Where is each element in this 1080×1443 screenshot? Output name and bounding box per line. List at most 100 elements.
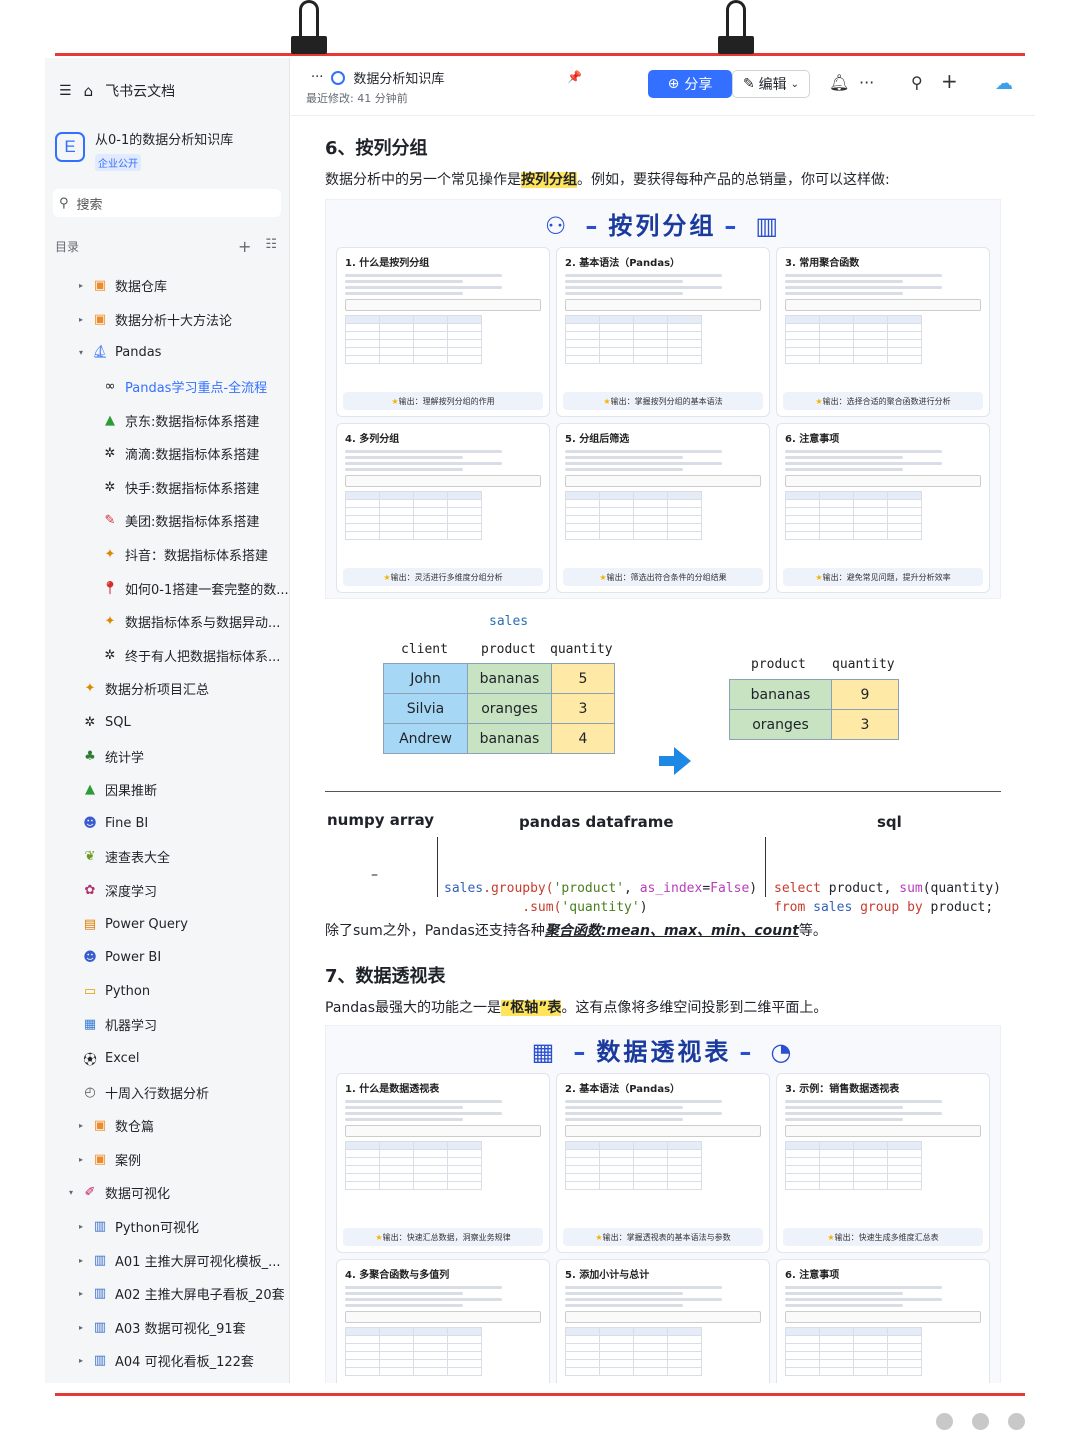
sidebar-item[interactable]: ▸▣案例 (45, 1142, 289, 1176)
sidebar-item[interactable]: ▲因果推断 (45, 773, 289, 807)
infographic-card: 5. 分组后筛选★ 输出：筛选出符合条件的分组结果 (556, 423, 770, 593)
sidebar-item[interactable]: ▸▣数据分析十大方法论 (45, 303, 289, 337)
sidebar-item[interactable]: ☻Power BI (45, 941, 289, 975)
sidebar-item[interactable]: ▸▣数仓篇 (45, 1109, 289, 1143)
home-icon[interactable]: ⌂ (83, 82, 94, 100)
sidebar-item[interactable]: ▸▥A01 主推大屏可视化模板_... (45, 1243, 289, 1277)
toc-label: 目录 (55, 239, 80, 254)
sidebar-item-label: 案例 (115, 1153, 142, 1169)
text-line-placeholder (345, 280, 463, 283)
breadcrumb-title[interactable]: 数据分析知识库 (353, 72, 445, 87)
sidebar-item[interactable]: ⚽︎Excel (45, 1042, 289, 1076)
text-line-placeholder (785, 1106, 903, 1109)
infinity-icon: ∞ (104, 379, 116, 395)
knowledge-base-header[interactable]: E 从0-1的数据分析知识库 企业公开 (45, 124, 289, 179)
sidebar-item-label: 数据分析十大方法论 (115, 313, 233, 329)
page-dot[interactable] (936, 1413, 953, 1430)
toc-tree: ▸▣数据仓库▸▣数据分析十大方法论▾⛵︎Pandas∞Pandas学习重点-全流… (45, 269, 289, 1378)
collapse-sidebar-icon[interactable]: ☰ (59, 83, 72, 99)
sidebar-item[interactable]: ✲SQL (45, 706, 289, 740)
sidebar-item[interactable]: ✦数据指标体系与数据异动... (45, 605, 289, 639)
chevron-right-icon[interactable]: ▸ (78, 1356, 83, 1366)
card-footer-text: 输出：灵活进行多维度分组分析 (390, 572, 503, 582)
mini-table (345, 491, 483, 540)
sidebar-item[interactable]: ▸▥Python可视化 (45, 1210, 289, 1244)
sidebar-item[interactable]: ∞Pandas学习重点-全流程 (45, 370, 289, 404)
sidebar-item[interactable]: ▤Power Query (45, 907, 289, 941)
chevron-right-icon[interactable]: ▸ (78, 314, 83, 324)
text-line-placeholder (785, 462, 942, 465)
sidebar-item[interactable]: 📍︎如何0-1搭建一套完整的数... (45, 571, 289, 605)
text-line-placeholder (785, 468, 903, 471)
sidebar-item[interactable]: ▾✐数据可视化 (45, 1176, 289, 1210)
chevron-down-icon[interactable]: ▾ (78, 348, 83, 358)
sidebar-item[interactable]: ◴十周入行数据分析 (45, 1075, 289, 1109)
sidebar-item[interactable]: ▾⛵︎Pandas (45, 336, 289, 370)
emphasis-text: 聚合函数:mean、max、min、count (544, 923, 799, 939)
text-line-placeholder (565, 1292, 683, 1295)
sidebar-item[interactable]: ▸▥A02 主推大屏电子看板_20套 (45, 1277, 289, 1311)
sidebar-item[interactable]: ✲快手:数据指标体系搭建 (45, 471, 289, 505)
search-icon[interactable]: ⚲ (911, 73, 923, 92)
sidebar-item[interactable]: ▲京东:数据指标体系搭建 (45, 403, 289, 437)
sidebar-item[interactable]: ✎美团:数据指标体系搭建 (45, 504, 289, 538)
text-line-placeholder (345, 1100, 502, 1103)
sidebar-item[interactable]: ▦机器学习 (45, 1008, 289, 1042)
plant-icon: ♣ (84, 748, 96, 764)
text-line-placeholder (565, 1298, 722, 1301)
chevron-right-icon[interactable]: ▸ (78, 1221, 83, 1231)
breadcrumb-more[interactable]: ··· (311, 70, 324, 85)
chevron-right-icon[interactable]: ▸ (78, 1289, 83, 1299)
page-dot[interactable] (1008, 1413, 1025, 1430)
sidebar-item[interactable]: ✦数据分析项目汇总 (45, 672, 289, 706)
chevron-down-icon[interactable]: ▾ (68, 1188, 73, 1198)
sidebar-item[interactable]: ☻Fine BI (45, 807, 289, 841)
chevron-right-icon[interactable]: ▸ (78, 1322, 83, 1332)
text-line-placeholder (785, 1304, 903, 1307)
chevron-right-icon[interactable]: ▸ (78, 281, 83, 291)
cloud-icon[interactable]: ☁ (995, 73, 1013, 94)
sidebar-item[interactable]: ❦速查表大全 (45, 840, 289, 874)
tree-icon: ▲ (85, 782, 95, 798)
mini-table (345, 315, 483, 364)
pin-icon[interactable]: 📌 (567, 70, 582, 84)
share-label: 分享 (684, 77, 713, 93)
app-name[interactable]: 飞书云文档 (105, 84, 176, 100)
globe-icon: ⊕ (667, 76, 680, 92)
card-heading: 3. 示例：销售数据透视表 (785, 1084, 900, 1095)
more-icon[interactable]: ··· (859, 73, 875, 92)
list-icon[interactable]: ☷ (265, 236, 277, 252)
bell-icon[interactable]: 🔔︎ (829, 73, 850, 92)
code-token: from (774, 900, 806, 915)
page-dot[interactable] (972, 1413, 989, 1430)
bar-chart-icon: ▥ (755, 212, 782, 240)
add-icon[interactable]: + (941, 69, 958, 93)
sidebar-item[interactable]: ✲终于有人把数据指标体系... (45, 639, 289, 673)
chevron-right-icon[interactable]: ▸ (78, 1121, 83, 1131)
share-button[interactable]: ⊕ 分享 (648, 70, 732, 98)
text-line-placeholder (345, 456, 463, 459)
edit-button[interactable]: ✎ 编辑 ⌄ (732, 70, 810, 98)
sidebar-item[interactable]: ▸▣数据仓库 (45, 269, 289, 303)
pandas-heading: pandas dataframe (519, 813, 674, 831)
chevron-right-icon[interactable]: ▸ (78, 1255, 83, 1265)
sidebar-item[interactable]: ✲滴滴:数据指标体系搭建 (45, 437, 289, 471)
search-input[interactable]: ⚲ 搜索 (53, 189, 281, 217)
sidebar-item[interactable]: ▭Python (45, 974, 289, 1008)
sparkle-icon: ✦ (104, 547, 116, 563)
sidebar-item-label: A03 数据可视化_91套 (115, 1321, 246, 1337)
sidebar-item[interactable]: ▸▥A03 数据可视化_91套 (45, 1310, 289, 1344)
section-6-heading: 6、按列分组 (325, 138, 428, 159)
table-cell: 4 (551, 723, 615, 754)
code-snippet (565, 1311, 761, 1323)
infographic-title-text: 数据透视表 (596, 1038, 732, 1066)
sidebar-item[interactable]: ▸▥A04 可视化看板_122套 (45, 1344, 289, 1378)
add-icon[interactable]: + (237, 236, 252, 256)
person-icon: ☻ (83, 815, 97, 831)
sidebar-item[interactable]: ♣统计学 (45, 739, 289, 773)
sidebar-item-label: SQL (105, 715, 131, 731)
sidebar-item[interactable]: ✦抖音：数据指标体系搭建 (45, 538, 289, 572)
sidebar-item[interactable]: ✿深度学习 (45, 874, 289, 908)
card-heading: 4. 多聚合函数与多值列 (345, 1270, 450, 1281)
chevron-right-icon[interactable]: ▸ (78, 1154, 83, 1164)
